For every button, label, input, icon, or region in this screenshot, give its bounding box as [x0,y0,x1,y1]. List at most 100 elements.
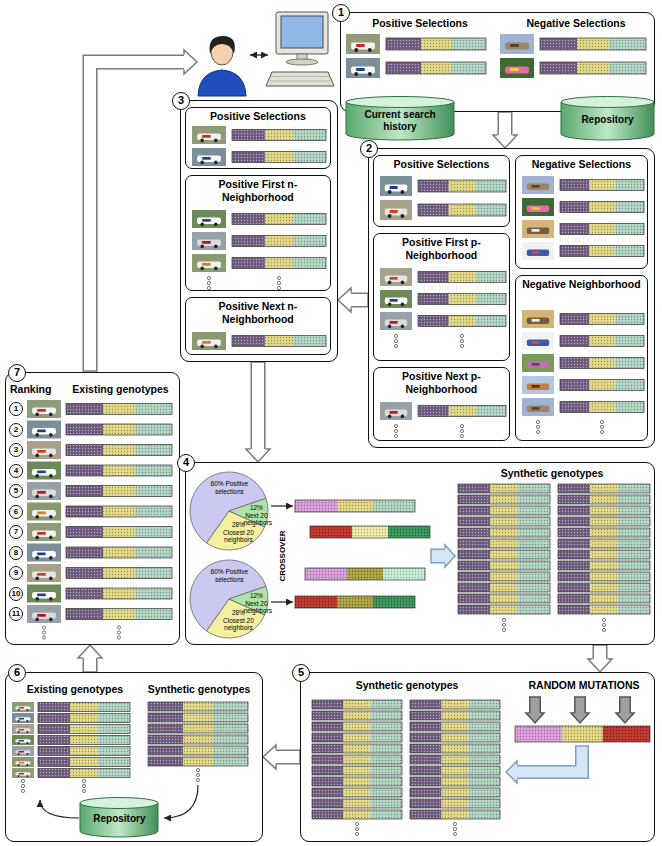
gene-segment [293,336,326,347]
gene-segment [371,733,403,742]
selection-arrow [271,601,293,602]
gene-segment [70,769,98,778]
thumbnail-detail [532,407,540,410]
thumbnail-detail [390,186,398,189]
thumbnail-wheel [214,139,218,143]
gene-segment [312,799,344,808]
gene-segment [371,700,403,709]
continuation-dot [355,827,358,830]
pie-outline [189,471,269,551]
gene-segment [183,746,213,755]
genotype-bar [560,336,644,347]
gene-segment [560,246,589,257]
thumbnail [346,34,380,54]
gene-segment [265,130,293,141]
step-number: 1 [332,4,350,22]
thumbnail-wheel [49,413,53,417]
gene-segment [618,583,650,592]
continuation-dot [277,286,280,289]
thumbnail-subject [32,449,56,455]
thumbnail [192,126,226,144]
thumbnail [27,482,61,500]
genotype-bar [66,568,172,579]
gene-segment [618,484,650,493]
continuation-dot [42,636,45,639]
thumbnail-wheel [214,161,218,165]
arrow-outline [351,293,368,308]
user-body [198,70,246,96]
gene-segment [518,539,550,548]
gene-segment [490,572,518,581]
thumbnail-subject [527,362,549,368]
group-heading: Synthetic genotypes [454,467,650,480]
genotype-bar [38,703,130,712]
genotype-bar [295,596,415,608]
gene-segment [312,755,344,764]
genotype-bar [558,506,650,515]
gene-segment [449,272,475,283]
genotype-bar [66,609,172,620]
thumbnail-subject [505,66,529,73]
arrow-head-outline [338,288,351,312]
gene-segment [66,609,103,620]
gene-segment [589,246,614,257]
gene-segment [418,316,449,327]
gene-segment [458,583,490,592]
genotype-bar [558,550,650,559]
step-panel: 4Synthetic genotypes60% Positive selecti… [185,462,655,645]
genotype-bar [232,236,326,247]
thumbnail-wheel [35,597,39,601]
genotype-bar [558,495,650,504]
thumbnail-wheel [401,325,405,329]
keyboard [266,72,334,86]
arrow-body [276,751,300,763]
gene-segment [135,404,172,415]
thumbnail-detail [390,210,398,213]
gene-segment [38,714,70,723]
gene-segment [615,224,644,235]
gene-segment [590,605,618,614]
step-panel: 3Positive SelectionsPositive First n-Nei… [180,100,338,362]
gene-segment [344,810,371,819]
gene-segment [70,714,98,723]
continuation-dot [600,430,603,433]
gene-segment [469,733,501,742]
gene-segment [615,358,644,369]
thumbnail-wheel [49,433,53,437]
group-heading: Negative Neighborhood [519,278,643,291]
step-number: 3 [172,92,190,110]
gene-segment [183,757,213,766]
thumbnail-subject [351,42,375,49]
thumbnail-wheel [26,775,28,777]
continuation-dot [460,424,463,427]
thumbnail-detail [390,299,398,302]
gene-segment [590,539,618,548]
cylinder-top [80,798,158,809]
gene-segment [590,517,618,526]
genotype-bar [66,445,172,456]
gene-segment [475,294,506,305]
gene-segment [560,314,589,325]
gene-segment [410,799,442,808]
gene-segment [442,700,469,709]
gene-segment [558,484,590,493]
rank-number: 5 [9,484,23,498]
continuation-dot [460,434,463,437]
gene-segment [70,703,98,712]
thumbnail-wheel [26,764,28,766]
arrow-tail [83,370,98,372]
gene-segment [558,583,590,592]
rank-number: 9 [9,566,23,580]
gene-segment [312,810,344,819]
arrow-head-outline [445,545,455,567]
group-heading: Positive Next n-Neighborhood [189,300,326,326]
thumbnail [522,398,554,416]
thumbnail-wheel [368,72,372,76]
gene-segment [449,294,475,305]
arrow-tail [299,750,301,765]
gene-segment [66,404,103,415]
gene-segment [310,526,352,538]
thumbnail-subject [385,208,407,215]
thumbnail-wheel [49,474,53,478]
